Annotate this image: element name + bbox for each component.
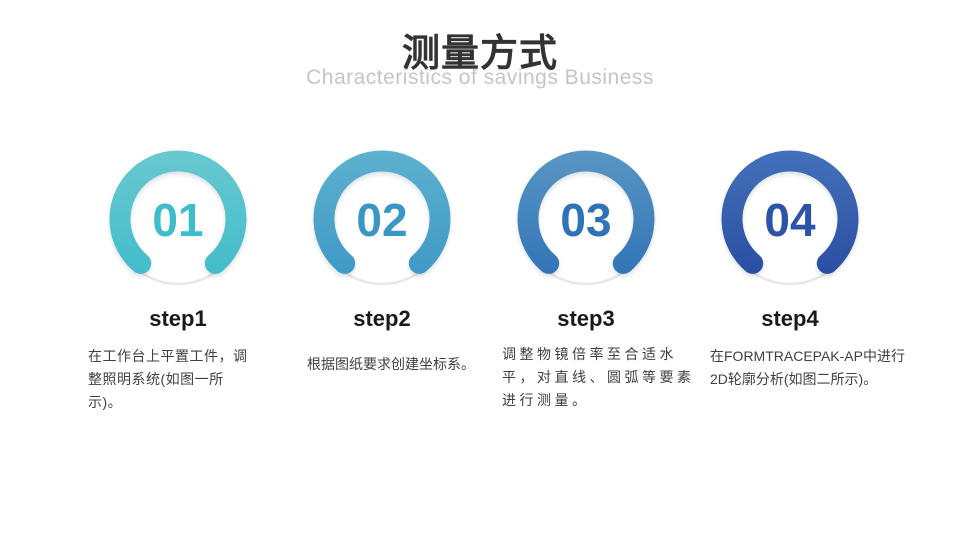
step4-progress-ring: 04	[721, 150, 859, 286]
step1-label: step1	[149, 306, 207, 331]
ring-track	[745, 266, 835, 286]
step-number: 03	[560, 194, 611, 246]
ring-track	[337, 266, 427, 286]
step4-description: 在FORMTRACEPAK-AP中进行 2D轮廓分析(如图二所示)。	[710, 348, 905, 387]
ring-arc	[109, 150, 247, 274]
ring-arc	[313, 150, 451, 274]
step2-label: step2	[353, 306, 411, 331]
step2-progress-ring: 02	[313, 150, 451, 286]
step3-label: step3	[557, 306, 615, 331]
ring-arc	[721, 150, 859, 274]
step3-description: 调整物镜倍率至合适水 平，对直线、圆弧等要素 进行测量。	[502, 346, 695, 408]
step-number: 02	[356, 194, 407, 246]
step2-description: 根据图纸要求创建坐标系。	[307, 356, 475, 372]
ring-track	[133, 266, 223, 286]
step1-description: 在工作台上平置工件，调 整照明系统(如图一所 示)。	[88, 348, 248, 410]
page-subtitle: Characteristics of savings Business	[306, 66, 654, 89]
ring-arc	[517, 150, 655, 274]
step3-progress-ring: 03	[517, 150, 655, 286]
page-title: 测量方式	[401, 33, 558, 75]
ring-track	[541, 266, 631, 286]
step-number: 04	[764, 194, 816, 246]
step1-progress-ring: 01	[109, 150, 247, 286]
step4-label: step4	[761, 306, 819, 331]
step-number: 01	[152, 194, 203, 246]
